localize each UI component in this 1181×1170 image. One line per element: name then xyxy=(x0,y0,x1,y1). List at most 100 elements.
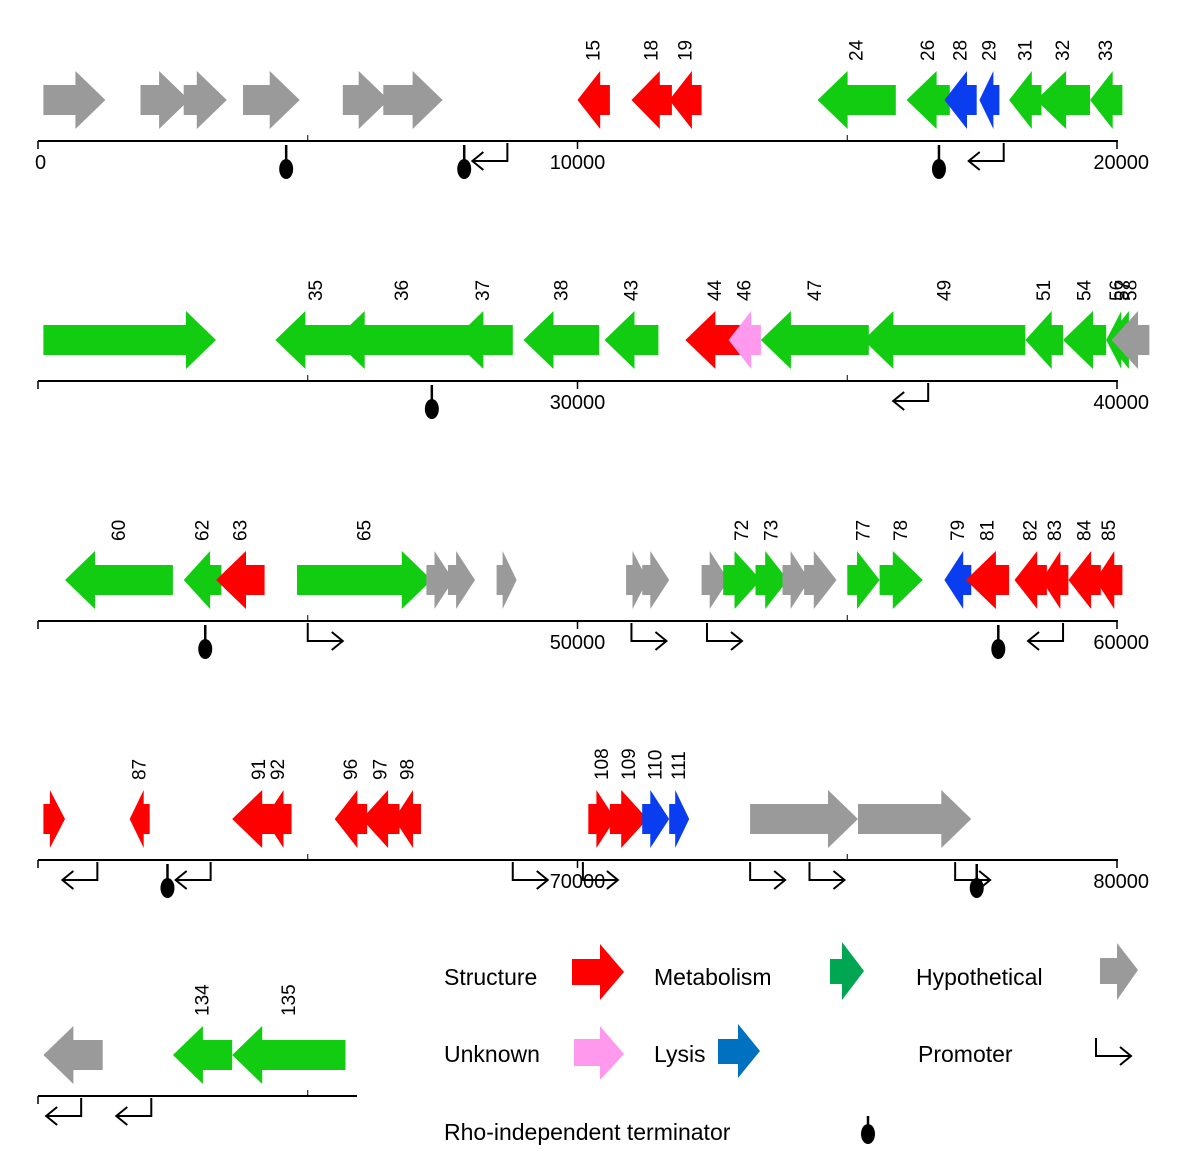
gene-label: 98 xyxy=(398,759,419,780)
gene-label: 33 xyxy=(1096,40,1117,61)
gene-arrow-metabolism xyxy=(297,551,432,609)
gene-arrow-metabolism xyxy=(817,71,896,129)
gene-arrow-structure xyxy=(1095,551,1123,609)
gene-arrow-hypothetical xyxy=(1111,311,1150,369)
gene-arrow-metabolism xyxy=(604,311,659,369)
gene-label: 54 xyxy=(1075,279,1096,301)
gene-label: 134 xyxy=(193,984,214,1016)
gene-arrow-lysis xyxy=(944,71,977,129)
gene-label: 72 xyxy=(732,520,753,541)
gene-label: 73 xyxy=(762,520,783,541)
gene-arrow-metabolism xyxy=(1025,311,1063,369)
gene-arrow-structure xyxy=(264,790,292,848)
gene-arrow-metabolism xyxy=(879,551,923,609)
gene-arrow-hypothetical xyxy=(140,71,190,129)
gene-label: 77 xyxy=(853,520,874,541)
gene-arrow-structure xyxy=(965,551,1010,609)
legend-promoter-icon xyxy=(1095,1038,1133,1066)
gene-label: 29 xyxy=(979,40,1000,61)
promoter-icon xyxy=(44,1098,83,1126)
gene-label: 36 xyxy=(392,280,413,301)
gene-arrow-structure xyxy=(232,790,287,848)
gene-arrow-metabolism xyxy=(1009,71,1042,129)
legend-terminator-label: Rho-independent terminator xyxy=(444,1119,731,1145)
gene-label: 49 xyxy=(934,280,955,301)
promoter-icon xyxy=(114,1098,153,1126)
gene-label: 15 xyxy=(584,40,605,61)
axis-tick-label: 60000 xyxy=(1093,632,1149,654)
axis-tick-label: 10000 xyxy=(550,152,606,174)
axis-tick-label: 30000 xyxy=(550,392,606,414)
gene-arrow-metabolism xyxy=(183,551,222,609)
gene-arrow-hypothetical xyxy=(43,1026,103,1084)
gene-label: 60 xyxy=(109,520,130,541)
genome-track: 134 135 xyxy=(37,984,357,1126)
gene-arrow-metabolism xyxy=(1090,71,1123,129)
gene-arrow-metabolism xyxy=(755,551,788,609)
gene-arrow-metabolism xyxy=(172,1026,233,1084)
legend-promoter-label: Promoter xyxy=(918,1041,1013,1067)
gene-arrow-metabolism xyxy=(863,311,1026,369)
legend-metabolism-arrow-icon xyxy=(830,942,864,1000)
gene-label: 32 xyxy=(1053,40,1074,61)
gene-label: 96 xyxy=(341,759,362,780)
axis-tick-label: 0 xyxy=(35,152,46,174)
gene-arrow-metabolism xyxy=(275,311,357,369)
gene-arrow-structure xyxy=(129,790,150,848)
gene-label: 24 xyxy=(847,39,868,61)
gene-arrow-hypothetical xyxy=(858,790,972,848)
gene-label: 83 xyxy=(1045,520,1066,541)
gene-label: 111 xyxy=(669,751,690,780)
gene-arrow-metabolism xyxy=(847,551,880,609)
gene-label: 18 xyxy=(642,40,663,61)
terminator-icon xyxy=(279,159,294,179)
gene-arrow-hypothetical xyxy=(243,71,300,129)
legend: Structure Metabolism Hypothetical Unknow… xyxy=(444,942,1138,1145)
gene-arrow-structure xyxy=(685,311,745,369)
gene-label: 108 xyxy=(592,748,613,780)
gene-label: 65 xyxy=(354,520,375,541)
gene-arrow-lysis xyxy=(944,551,972,609)
gene-arrow-hypothetical xyxy=(701,551,729,609)
gene-label: 31 xyxy=(1015,40,1036,61)
axis-tick-label: 50000 xyxy=(550,632,606,654)
gene-arrow-structure xyxy=(43,790,65,848)
terminator-icon xyxy=(931,159,946,179)
gene-label: 28 xyxy=(951,40,972,61)
gene-arrow-structure xyxy=(1068,551,1101,609)
gene-arrow-hypothetical xyxy=(426,551,454,609)
promoter-icon xyxy=(1026,623,1065,651)
axis-tick-label: 70000 xyxy=(550,871,606,893)
gene-arrow-lysis xyxy=(979,71,1000,129)
promoter-icon xyxy=(630,623,669,651)
gene-arrow-structure xyxy=(361,790,400,848)
gene-arrow-hypothetical xyxy=(183,71,227,129)
gene-arrow-hypothetical xyxy=(782,551,810,609)
gene-arrow-metabolism xyxy=(334,311,470,369)
terminator-icon xyxy=(991,639,1006,659)
legend-terminator-icon xyxy=(861,1116,875,1144)
legend-lysis-label: Lysis xyxy=(654,1041,706,1067)
gene-label: 87 xyxy=(130,759,151,780)
gene-arrow-metabolism xyxy=(523,311,600,369)
gene-arrow-hypothetical xyxy=(448,551,475,609)
gene-label: 19 xyxy=(675,40,696,61)
gene-arrow-hypothetical xyxy=(342,71,389,129)
promoter-icon xyxy=(808,862,847,890)
gene-arrow-hypothetical xyxy=(496,551,517,609)
gene-arrow-metabolism xyxy=(906,71,950,129)
gene-label: 109 xyxy=(619,748,640,780)
promoter-icon xyxy=(306,623,345,651)
gene-label: 91 xyxy=(249,759,270,780)
gene-arrow-metabolism xyxy=(1063,311,1107,369)
gene-label: 135 xyxy=(279,984,300,1016)
gene-arrow-metabolism xyxy=(453,311,513,369)
gene-arrow-hypothetical xyxy=(750,790,858,848)
gene-label: 43 xyxy=(621,280,642,301)
promoter-icon xyxy=(60,862,99,890)
legend-metabolism-label: Metabolism xyxy=(654,964,772,990)
gene-label: 92 xyxy=(268,759,289,780)
